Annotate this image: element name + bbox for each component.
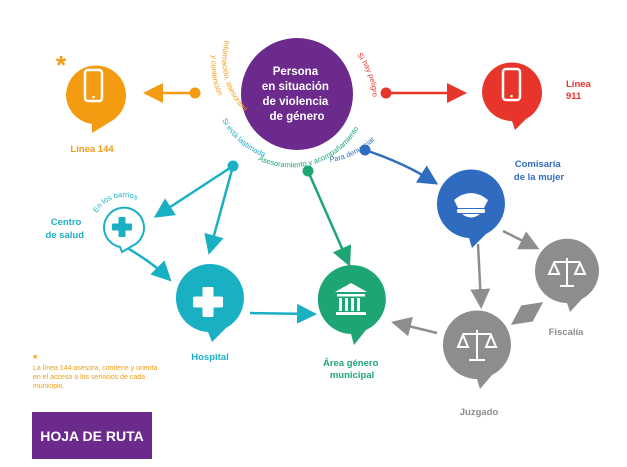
scales-icon <box>456 330 498 361</box>
fiscalia-label: Fiscalía <box>549 327 585 338</box>
node-linea-911: Línea 911 <box>481 62 593 131</box>
badge-label: HOJA DE RUTA <box>40 427 144 444</box>
center-label-line-3: de violencia <box>262 96 328 108</box>
svg-text:Línea 911: Línea 911 <box>566 79 593 102</box>
arc-label-peligro: Si hay peligro <box>355 51 379 97</box>
svg-text:Si hay peligro: Si hay peligro <box>355 51 379 97</box>
connector-comisaria-to-juzgado <box>470 243 491 309</box>
connector-dot-green <box>302 165 314 177</box>
node-area-genero: Área género municipal <box>317 265 386 381</box>
footnote-asterisk: * <box>33 353 38 365</box>
node-comisaria: Comisaría de la mujer <box>436 159 564 248</box>
svg-text:Área género municipal: Área género municipal <box>323 358 381 381</box>
asterisk-icon: * <box>56 50 67 80</box>
node-fiscalia: Fiscalía <box>534 238 599 338</box>
connector-dot-blue <box>359 144 371 156</box>
phone-icon <box>501 67 522 102</box>
connector-dot-orange <box>189 87 201 99</box>
hospital-label: Hospital <box>191 352 228 363</box>
connector-hospital-to-area <box>249 303 317 324</box>
connector-to-comisaria <box>364 148 439 185</box>
cross-icon <box>193 287 223 317</box>
area-genero-label-line-1: Área género <box>323 358 379 369</box>
connector-to-hospital <box>204 165 235 255</box>
centro-salud-label-line-1: Centro <box>51 217 82 228</box>
connector-centro-to-hospital <box>121 243 172 282</box>
node-hospital: Hospital <box>175 264 244 363</box>
connector-to-centro-salud <box>153 164 234 218</box>
connector-juzgado-to-area <box>391 316 438 337</box>
comisaria-label-line-2: de la mujer <box>514 172 564 183</box>
svg-text:Centro de salud: Centro de salud <box>45 217 84 241</box>
center-node: Persona en situación de violencia de gén… <box>0 0 380 169</box>
linea-911-label-line-2: 911 <box>566 91 582 102</box>
connector-fiscalia-juzgado <box>510 302 544 325</box>
institution-icon <box>335 283 367 315</box>
footnote: * La línea 144 asesora, contiene y orien… <box>33 353 163 391</box>
area-genero-label-line-2: municipal <box>330 370 374 381</box>
linea-911-label-line-1: Línea <box>566 79 592 90</box>
connectors <box>121 83 544 337</box>
hoja-de-ruta-badge: HOJA DE RUTA <box>32 412 152 459</box>
center-label-line-1: Persona <box>273 66 319 78</box>
comisaria-label-line-1: Comisaría <box>515 159 562 170</box>
juzgado-label: Juzgado <box>460 407 499 418</box>
scales-icon <box>547 258 587 287</box>
node-centro-salud: En los barrios Centro de salud <box>45 190 145 254</box>
phone-icon <box>83 68 104 103</box>
svg-text:Comisaría de la mujer: Comisaría de la mujer <box>514 159 564 183</box>
centro-salud-label-line-2: de salud <box>45 230 84 241</box>
connector-dot-teal <box>227 160 239 172</box>
connector-comisaria-to-fiscalia <box>502 229 540 250</box>
connector-dot-red <box>380 87 392 99</box>
svg-text:Persona en situación: Persona en situación de violencia de gén… <box>262 66 332 123</box>
center-label-line-2: en situación <box>262 81 329 93</box>
center-label-line-4: de género <box>270 111 325 123</box>
linea-144-label: Línea 144 <box>70 144 114 155</box>
footnote-text: La línea 144 asesora, contiene y orienta… <box>33 365 158 390</box>
connector-to-area-genero <box>306 170 352 267</box>
police-cap-icon <box>454 193 488 218</box>
cross-icon <box>112 217 132 237</box>
node-linea-144: * Línea 144 <box>56 50 126 155</box>
node-juzgado: Juzgado <box>442 310 511 418</box>
